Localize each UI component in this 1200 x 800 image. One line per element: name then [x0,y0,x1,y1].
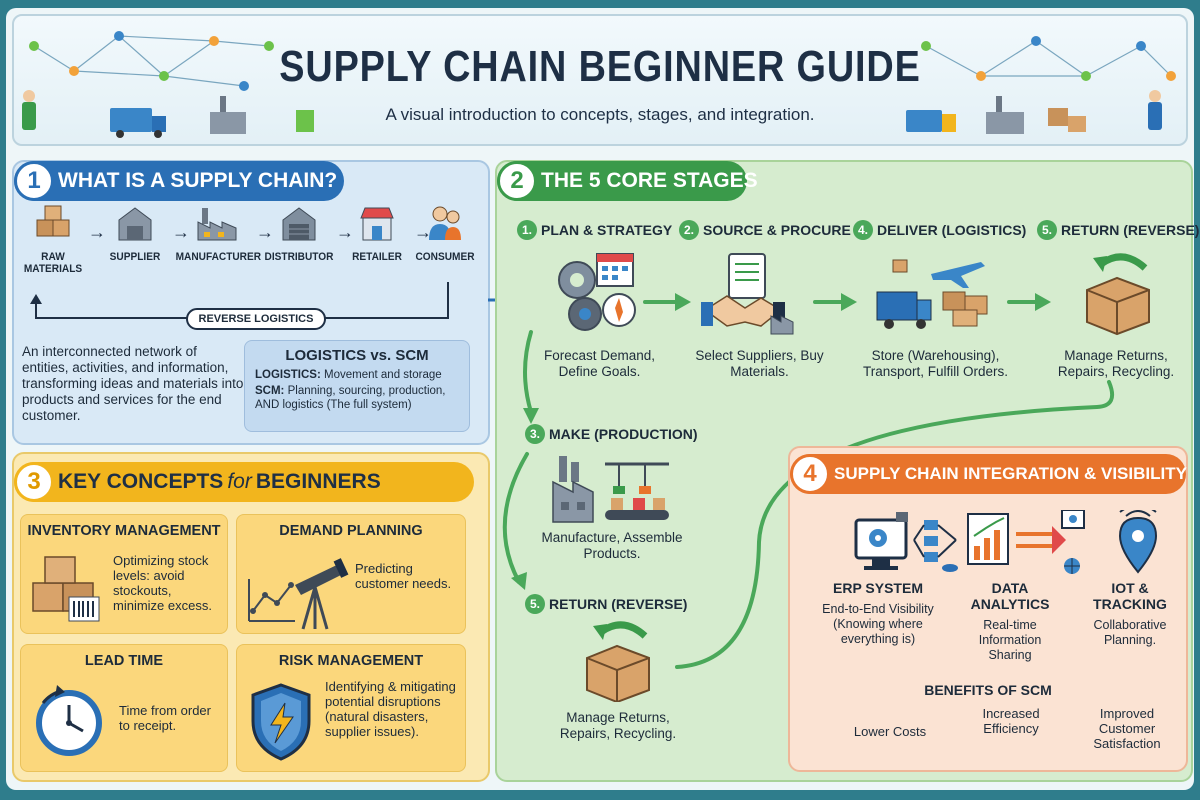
stage-plan-desc: Forecast Demand, Define Goals. [543,348,656,379]
section-what-is-supply-chain: 1 WHAT IS A SUPPLY CHAIN? RAW MATERIALS … [12,160,490,445]
column-title: DATA ANALYTICS [970,580,1050,612]
concept-demand-planning: DEMAND PLANNING Predicting customer need… [236,514,466,634]
stage-make-title: 3.MAKE (PRODUCTION) [525,424,698,444]
data-analytics-column: DATA ANALYTICS Real-time Information Sha… [958,580,1062,663]
stage-source-title: 2.SOURCE & PROCURE [679,220,851,240]
benefits-title: BENEFITS OF SCM [924,682,1052,698]
logistics-vs-scm-box: LOGISTICS vs. SCM LOGISTICS: Movement an… [244,340,470,432]
section3-header: 3 KEY CONCEPTS for BEGINNERS [14,462,474,502]
store-icon [360,207,394,241]
section-key-concepts: 3 KEY CONCEPTS for BEGINNERS INVENTORY M… [12,452,490,782]
return-box-icon [1086,253,1150,336]
section1-title: WHAT IS A SUPPLY CHAIN? [58,169,338,192]
flow-manufacturer: MANUFACTURER [172,204,262,263]
flow-raw-materials: RAW MATERIALS [8,204,98,275]
flow-arrow-icon: → [336,222,354,242]
column-desc: Real-time Information Sharing [978,618,1042,662]
stage-return-title: 5.RETURN (REVERSE) [1037,220,1199,240]
distribution-center-icon [282,207,316,241]
concept-title: RISK MANAGEMENT [278,653,424,669]
section4-title: SUPPLY CHAIN INTEGRATION & VISIBILITY [834,464,1187,483]
flow-arrow-icon: → [414,222,432,242]
column-title: ERP SYSTEM [833,580,923,596]
flow-arrow-icon: → [88,222,106,242]
section-integration-visibility: 4 SUPPLY CHAIN INTEGRATION & VISIBILITY … [788,446,1188,772]
inventory-boxes-icon [32,556,100,622]
concept-title: INVENTORY MANAGEMENT [27,523,221,539]
stage-return-bottom-desc: Manage Returns, Repairs, Recycling. [559,710,677,741]
handshake-icon [701,253,794,335]
logistics-definition: LOGISTICS: Movement and storage [255,369,442,381]
section3-number: 3 [14,462,54,502]
concept-desc: Time from order to receipt. [119,703,211,733]
clock-icon [36,685,102,756]
benefit-item: Lower Costs [853,724,927,739]
people-icon [429,206,461,240]
iot-tracking-column: IOT & TRACKING Collaborative Planning. [1080,580,1180,648]
supply-chain-definition: An interconnected network of entities, a… [22,344,244,423]
section3-title-b: for [227,470,252,493]
stage-return-bottom-title: 5.RETURN (REVERSE) [525,594,687,614]
concept-risk-management: RISK MANAGEMENT Identifying & mitigating… [236,644,466,772]
warehouse-icon [118,207,152,241]
concept-desc: Predicting customer needs. [355,561,452,591]
section4-number: 4 [790,454,830,494]
reverse-logistics-label: REVERSE LOGISTICS [186,308,326,330]
flow-supplier: SUPPLIER [90,204,180,263]
concept-lead-time: LEAD TIME Time from order to receipt. [20,644,228,772]
stage-make-desc: Manufacture, Assemble Products. [541,530,683,561]
section4-header: 4 SUPPLY CHAIN INTEGRATION & VISIBILITY [790,454,1187,494]
column-title: IOT & TRACKING [1093,580,1167,612]
flow-consumer: CONSUMER [400,204,490,263]
flow-label: SUPPLIER [109,251,161,263]
concept-title: LEAD TIME [84,653,164,669]
scm-definition: SCM: Planning, sourcing, production, AND… [255,385,446,411]
section3-title-a: KEY CONCEPTS [58,470,224,493]
factory-assembly-icon [552,456,669,523]
column-desc: End-to-End Visibility (Knowing where eve… [822,602,934,646]
concept-title: DEMAND PLANNING [279,523,423,539]
concept-desc: Identifying & mitigating potential disru… [325,679,456,739]
stage-deliver-desc: Store (Warehousing), Transport, Fulfill … [862,348,1009,379]
comparison-title: LOGISTICS vs. SCM [285,347,429,364]
benefit-item: Improved Customer Satisfaction [1093,706,1161,751]
column-desc: Collaborative Planning. [1093,618,1167,647]
erp-system-column: ERP SYSTEM End-to-End Visibility (Knowin… [818,580,938,647]
stage-deliver-title: 4.DELIVER (LOGISTICS) [853,220,1026,240]
stage-source-desc: Select Suppliers, Buy Materials. [695,348,824,379]
gears-calendar-icon [558,253,636,331]
boxes-icon [36,205,70,237]
flow-label: MANUFACTURER [175,251,262,263]
section2-title: THE 5 CORE STAGES [541,169,758,192]
section1-header: 1 WHAT IS A SUPPLY CHAIN? [14,161,344,201]
header-banner: SUPPLY CHAIN BEGINNER GUIDE A visual int… [12,14,1188,146]
integration-icons [854,510,1158,574]
flow-label: RETAILER [352,251,402,263]
network-illustration-right [906,36,1176,134]
return-box-icon [586,621,650,702]
flow-retailer: RETAILER [332,204,422,263]
concept-inventory: INVENTORY MANAGEMENT Optimizing stock le… [20,514,228,634]
stage-plan-title: 1.PLAN & STRATEGY [517,220,672,240]
section1-number: 1 [14,161,54,201]
benefit-item: Increased Efficiency [982,706,1040,736]
page-title: SUPPLY CHAIN BEGINNER GUIDE [279,42,921,91]
section2-header: 2 THE 5 CORE STAGES [497,161,758,201]
truck-plane-icon [876,259,988,329]
concept-desc: Optimizing stock levels: avoid stockouts… [113,553,212,613]
flow-arrow-icon: → [172,222,190,242]
network-illustration-left [22,31,314,138]
stage-return-desc: Manage Returns, Repairs, Recycling. [1057,348,1175,379]
flow-label: RAW MATERIALS [23,251,83,275]
shield-lightning-icon [251,683,311,761]
telescope-chart-icon [248,558,349,630]
section2-number: 2 [497,161,537,201]
factory-icon [197,208,237,241]
flow-label: DISTRIBUTOR [264,251,334,263]
flow-label: CONSUMER [415,251,475,263]
page-subtitle: A visual introduction to concepts, stage… [385,105,815,124]
flow-arrow-icon: → [256,222,274,242]
flow-distributor: DISTRIBUTOR [254,204,344,263]
section3-title-c: BEGINNERS [255,470,381,493]
